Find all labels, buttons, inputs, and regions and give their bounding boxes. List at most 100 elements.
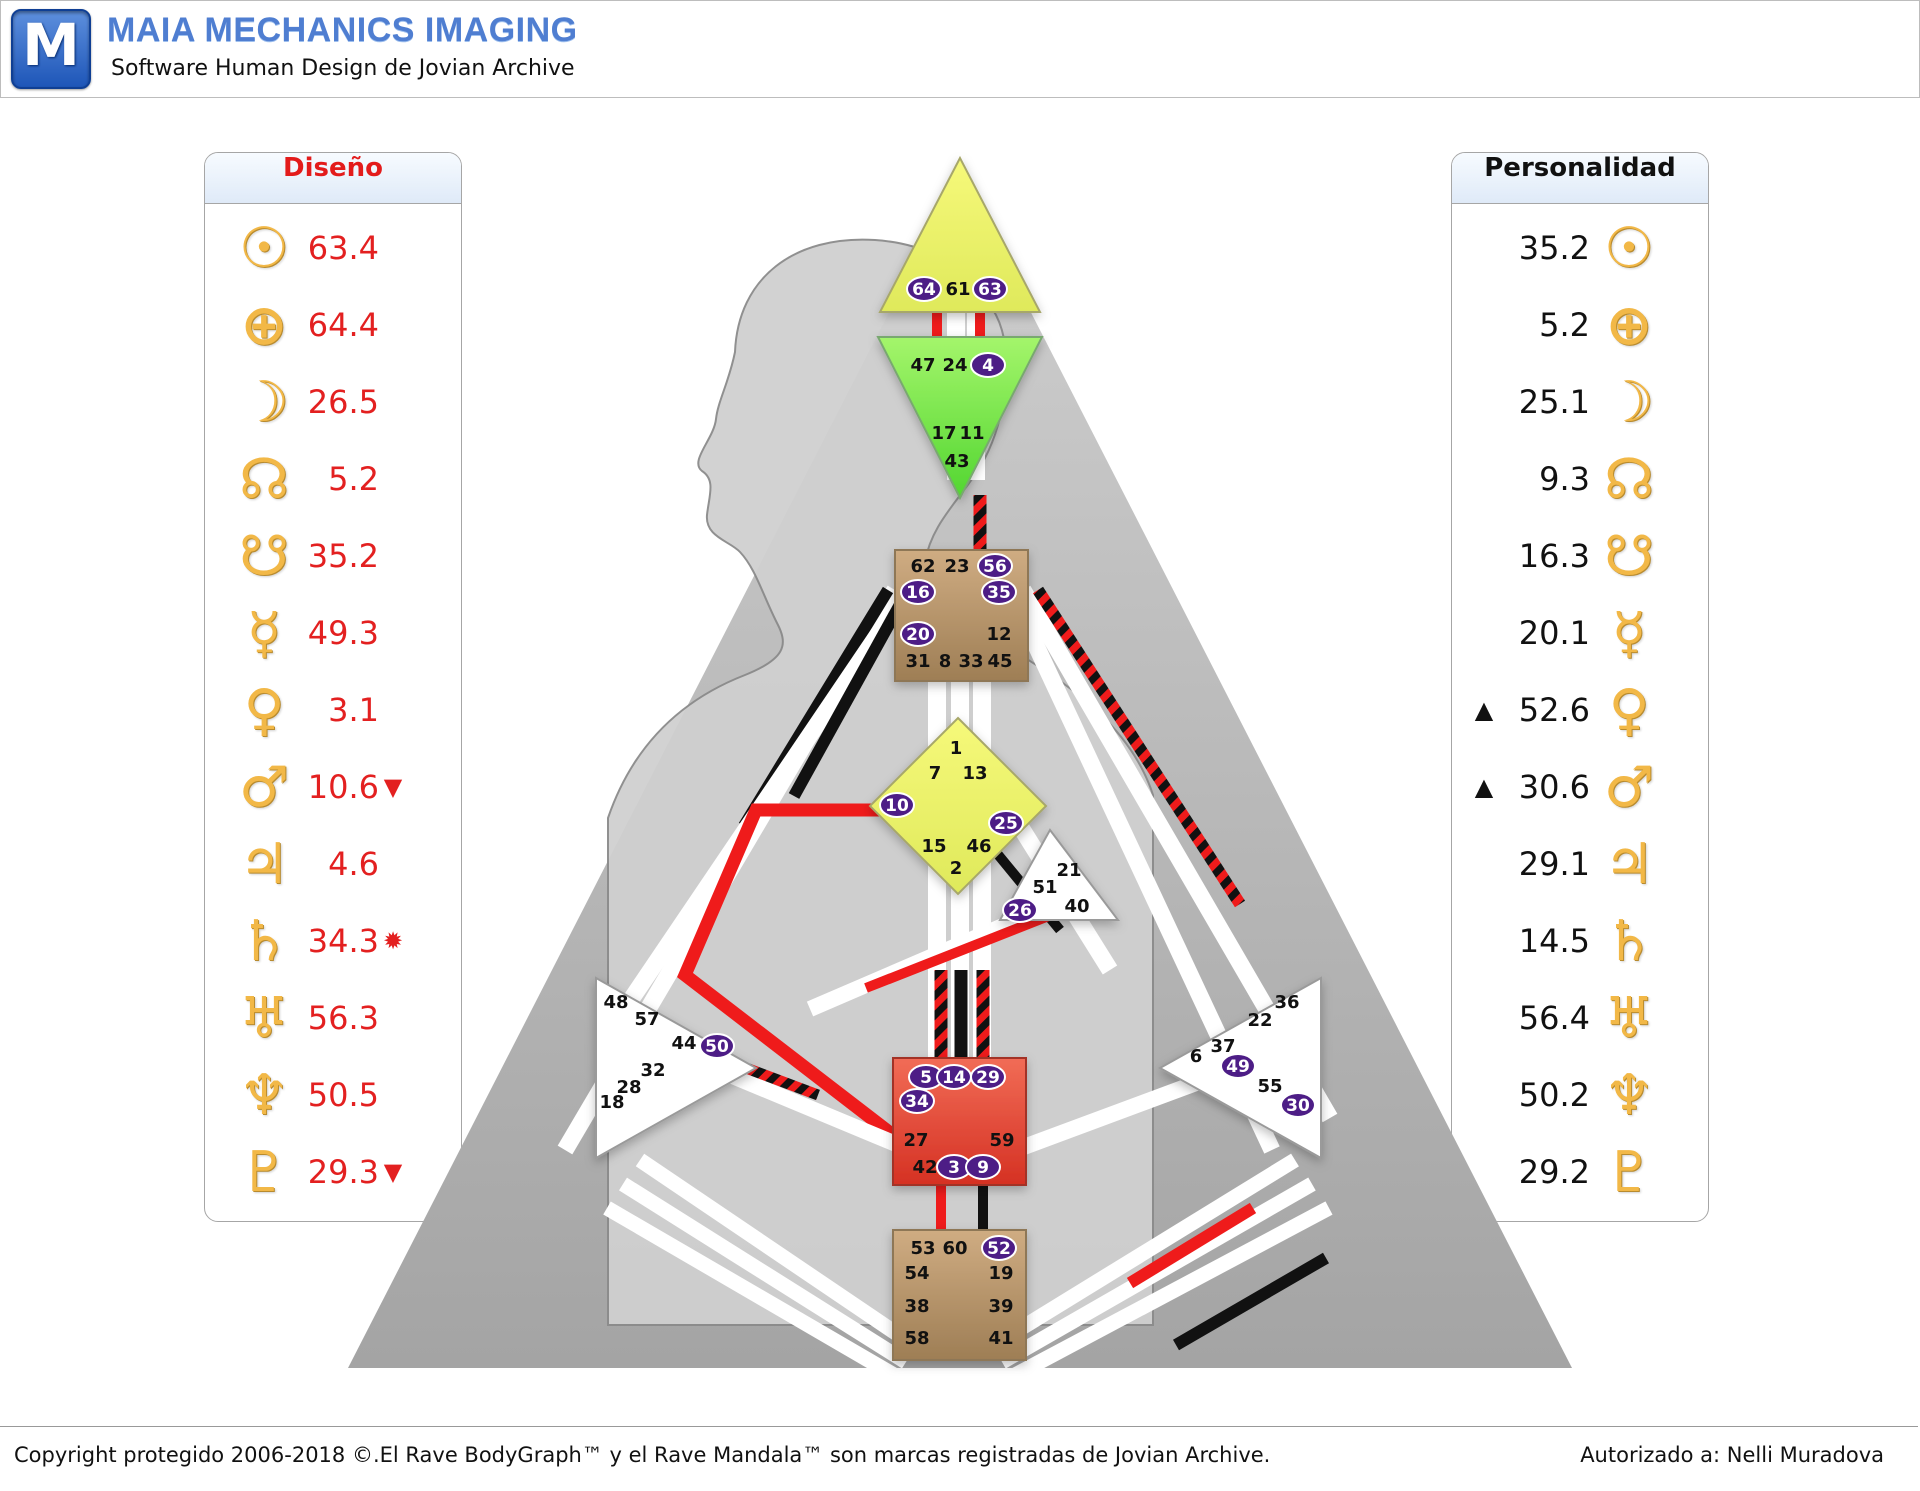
gate-label: 11 bbox=[959, 423, 984, 444]
gate-label: 34 bbox=[899, 1088, 935, 1114]
svg-text:11: 11 bbox=[959, 423, 984, 444]
svg-text:38: 38 bbox=[904, 1296, 929, 1317]
design-value: 50.5 bbox=[307, 1076, 379, 1114]
svg-text:51: 51 bbox=[1032, 877, 1057, 898]
design-value: 3.1 bbox=[328, 691, 379, 729]
gate-label: 56 bbox=[977, 553, 1013, 579]
gate-label: 60 bbox=[942, 1238, 967, 1259]
svg-text:9: 9 bbox=[977, 1158, 989, 1178]
maia-logo: M bbox=[11, 9, 91, 89]
design-planet-row: ♀3.1 bbox=[233, 673, 407, 747]
personality-value: 16.3 bbox=[1518, 537, 1590, 575]
planet-icon: ☊ bbox=[1604, 446, 1654, 512]
svg-text:49: 49 bbox=[1226, 1057, 1250, 1077]
planet-icon: ☋ bbox=[1604, 523, 1654, 589]
svg-text:41: 41 bbox=[988, 1328, 1013, 1349]
gate-label: 45 bbox=[987, 651, 1012, 672]
gate-label: 37 bbox=[1210, 1036, 1235, 1057]
svg-text:47: 47 bbox=[910, 355, 935, 376]
personality-marker: ▲ bbox=[1474, 773, 1494, 801]
svg-text:10: 10 bbox=[885, 796, 909, 816]
design-planet-row: ♅ 56.3 bbox=[233, 981, 407, 1055]
design-panel-title: Diseño bbox=[205, 153, 461, 204]
svg-text:1: 1 bbox=[950, 738, 963, 759]
personality-value: 52.6 bbox=[1518, 691, 1590, 729]
svg-text:60: 60 bbox=[942, 1238, 967, 1259]
gate-label: 14 bbox=[936, 1064, 972, 1090]
planet-icon: ⊕ bbox=[1605, 292, 1653, 358]
personality-value: 29.1 bbox=[1518, 845, 1590, 883]
svg-text:18: 18 bbox=[599, 1092, 624, 1113]
gate-label: 9 bbox=[965, 1154, 1001, 1180]
design-planet-row: ☉63.4 bbox=[233, 211, 407, 285]
svg-text:30: 30 bbox=[1286, 1096, 1310, 1116]
design-value: 56.3 bbox=[307, 999, 379, 1037]
planet-icon: ♆ bbox=[1603, 1062, 1655, 1128]
svg-text:35: 35 bbox=[987, 583, 1011, 603]
planet-icon: ♃ bbox=[1603, 831, 1655, 897]
gate-label: 61 bbox=[945, 279, 970, 300]
svg-text:7: 7 bbox=[929, 763, 942, 784]
gate-label: 47 bbox=[910, 355, 935, 376]
personality-planet-row: 25.1☽ bbox=[1470, 365, 1660, 439]
svg-text:4: 4 bbox=[982, 356, 994, 376]
design-planet-row: ☋35.2 bbox=[233, 519, 407, 593]
svg-text:13: 13 bbox=[962, 763, 987, 784]
personality-planet-row: 29.2♇ bbox=[1470, 1135, 1660, 1209]
svg-text:19: 19 bbox=[988, 1263, 1013, 1284]
gate-label: 12 bbox=[986, 624, 1011, 645]
planet-icon: ♂ bbox=[238, 754, 290, 820]
gate-label: 10 bbox=[879, 792, 915, 818]
gate-label: 48 bbox=[603, 992, 628, 1013]
design-value: 10.6 bbox=[307, 768, 379, 806]
gate-label: 35 bbox=[981, 579, 1017, 605]
planet-icon: ♃ bbox=[238, 831, 290, 897]
design-value: 49.3 bbox=[307, 614, 379, 652]
svg-text:55: 55 bbox=[1257, 1076, 1282, 1097]
svg-text:59: 59 bbox=[989, 1130, 1014, 1151]
svg-text:39: 39 bbox=[988, 1296, 1013, 1317]
planet-icon: ♄ bbox=[1603, 908, 1655, 974]
planet-icon: ⊕ bbox=[240, 292, 288, 358]
personality-panel-title: Personalidad bbox=[1452, 153, 1708, 204]
svg-text:23: 23 bbox=[944, 556, 969, 577]
svg-text:17: 17 bbox=[931, 423, 956, 444]
gate-label: 16 bbox=[900, 579, 936, 605]
design-value: 26.5 bbox=[307, 383, 379, 421]
svg-text:42: 42 bbox=[912, 1157, 937, 1178]
svg-text:14: 14 bbox=[942, 1068, 966, 1088]
gate-label: 33 bbox=[958, 651, 983, 672]
planet-icon: ♆ bbox=[238, 1062, 290, 1128]
svg-text:21: 21 bbox=[1056, 860, 1081, 881]
gate-label: 46 bbox=[966, 836, 991, 857]
design-planet-row: ⊕64.4 bbox=[233, 288, 407, 362]
authorized-text: Autorizado a: Nelli Muradova bbox=[1580, 1443, 1884, 1467]
gate-label: 18 bbox=[599, 1092, 624, 1113]
gate-label: 22 bbox=[1247, 1010, 1272, 1031]
gate-label: 64 bbox=[906, 276, 942, 302]
design-planet-row: ♄34.3✹ bbox=[233, 904, 407, 978]
svg-text:48: 48 bbox=[603, 992, 628, 1013]
gate-label: 7 bbox=[929, 763, 942, 784]
design-planet-row: ☽26.5 bbox=[233, 365, 407, 439]
gate-label: 44 bbox=[671, 1033, 696, 1054]
svg-text:64: 64 bbox=[912, 280, 936, 300]
personality-planet-row: 50.2 ♆ bbox=[1470, 1058, 1660, 1132]
planet-icon: ♅ bbox=[238, 985, 290, 1051]
gate-label: 32 bbox=[640, 1060, 665, 1081]
planet-icon: ☊ bbox=[239, 446, 289, 512]
svg-text:54: 54 bbox=[904, 1263, 929, 1284]
gate-label: 2 bbox=[950, 858, 963, 879]
head-center bbox=[878, 155, 1042, 313]
app-header: M MAIA MECHANICS IMAGING Software Human … bbox=[0, 0, 1920, 98]
personality-value: 5.2 bbox=[1539, 306, 1590, 344]
gate-label: 49 bbox=[1220, 1053, 1256, 1079]
app-title: MAIA MECHANICS IMAGING bbox=[107, 11, 578, 49]
app-subtitle: Software Human Design de Jovian Archive bbox=[111, 56, 575, 81]
personality-planet-row: 35.2☉ bbox=[1470, 211, 1660, 285]
planet-icon: ♂ bbox=[1603, 754, 1655, 820]
gate-label: 38 bbox=[904, 1296, 929, 1317]
svg-text:57: 57 bbox=[634, 1009, 659, 1030]
gate-label: 51 bbox=[1032, 877, 1057, 898]
personality-value: 50.2 bbox=[1518, 1076, 1590, 1114]
